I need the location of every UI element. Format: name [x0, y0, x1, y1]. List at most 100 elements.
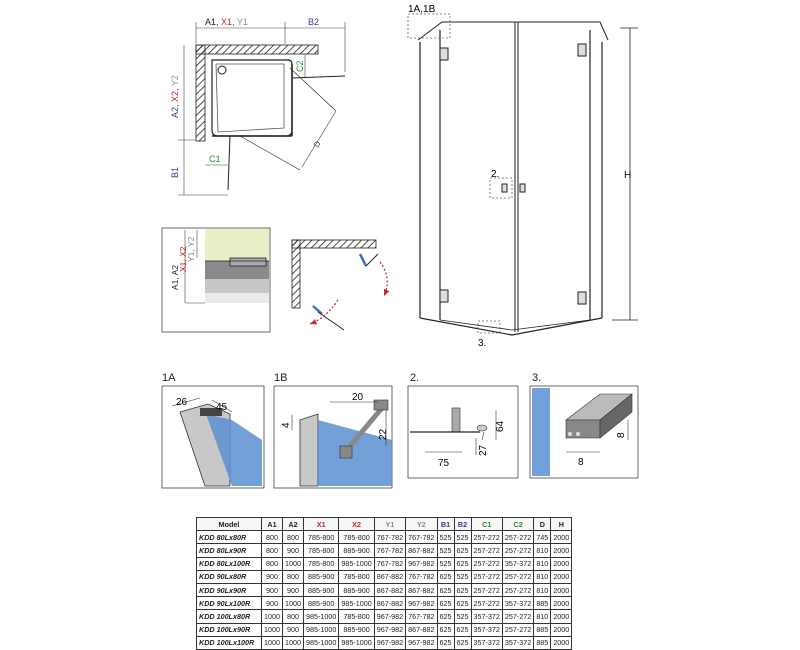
value-cell: 867-882	[405, 543, 438, 558]
value-cell: 257-272	[470, 530, 503, 545]
value-cell: 785-800	[338, 609, 375, 624]
value-cell: 625	[436, 609, 455, 624]
door-opening-diagram	[291, 239, 390, 331]
plan-dimension-lines	[178, 22, 346, 196]
value-cell: 800	[261, 556, 283, 571]
value-cell: 2000	[550, 596, 573, 611]
detail-2	[407, 385, 519, 479]
value-cell: 900	[261, 596, 283, 611]
value-cell: 625	[453, 582, 472, 598]
value-cell: 967-982	[405, 556, 438, 571]
plan-dim-side: A2, X2, Y2	[170, 75, 180, 118]
elevation-view	[407, 13, 638, 336]
value-cell: 810	[533, 543, 552, 558]
value-cell: 1000	[282, 596, 304, 611]
value-cell: 767-782	[373, 543, 407, 558]
value-cell: 885-900	[302, 569, 340, 584]
value-cell: 525	[436, 543, 455, 558]
value-cell: 885	[533, 622, 552, 637]
model-cell: KDD 80Lx90R	[196, 543, 262, 558]
detail-2-dim-64: 64	[495, 420, 506, 432]
value-cell: 810	[533, 556, 552, 571]
value-cell: 2000	[550, 556, 573, 571]
header-h: H	[550, 516, 573, 532]
value-cell: 810	[533, 609, 552, 624]
model-cell: KDD 90Lx100R	[196, 596, 262, 611]
header-x1: X1	[302, 516, 340, 532]
detail-1b-label: 1B	[274, 372, 288, 384]
plan-dim-top: A1, X1, Y1	[205, 17, 248, 27]
value-cell: 257-272	[470, 569, 503, 584]
value-cell: 767-782	[373, 530, 407, 545]
model-cell: KDD 100Lx80R	[196, 609, 262, 624]
detail-2-dim-75: 75	[438, 458, 450, 469]
value-cell: 967-982	[405, 596, 438, 611]
value-cell: 2000	[550, 609, 573, 624]
value-cell: 785-800	[302, 556, 340, 571]
detail-2-dim-27: 27	[478, 444, 489, 456]
value-cell: 800	[282, 609, 304, 624]
value-cell: 1000	[282, 635, 304, 650]
value-cell: 785-800	[338, 530, 375, 545]
elevation-dim-h: H	[624, 170, 631, 181]
plan-shower-tray	[211, 59, 293, 137]
plan-dim-c1: C1	[209, 154, 221, 164]
value-cell: 867-882	[373, 569, 407, 584]
value-cell: 885-900	[302, 582, 340, 598]
value-cell: 1000	[261, 635, 283, 650]
value-cell: 2000	[550, 543, 573, 558]
value-cell: 767-782	[405, 530, 438, 545]
value-cell: 885	[533, 596, 552, 611]
header-d: D	[533, 516, 552, 532]
detail-1b-dim-20: 20	[352, 392, 364, 403]
value-cell: 785-800	[302, 543, 340, 558]
detail-1a-label: 1A	[162, 372, 176, 384]
detail-2-label: 2.	[410, 372, 420, 384]
value-cell: 625	[436, 635, 455, 650]
detail-1a	[161, 385, 265, 489]
value-cell: 257-272	[501, 622, 535, 637]
value-cell: 257-272	[501, 530, 535, 545]
value-cell: 357-372	[470, 622, 503, 637]
model-cell: KDD 100Lx100R	[196, 635, 262, 650]
model-cell: KDD 90Lx90R	[196, 582, 262, 598]
value-cell: 800	[282, 530, 304, 545]
value-cell: 257-272	[501, 569, 535, 584]
value-cell: 625	[436, 582, 455, 598]
plan-walls	[195, 44, 319, 142]
value-cell: 885-900	[338, 582, 375, 598]
header-b1: B1	[436, 516, 455, 532]
model-cell: KDD 80Lx100R	[196, 556, 262, 571]
detail-3-dim-8a: 8	[616, 432, 627, 438]
value-cell: 967-982	[373, 609, 407, 624]
value-cell: 800	[261, 543, 283, 558]
value-cell: 525	[453, 569, 472, 584]
value-cell: 357-372	[470, 635, 503, 650]
header-model: Model	[196, 516, 262, 532]
detail-1b-dim-4: 4	[281, 422, 292, 428]
value-cell: 785-800	[302, 530, 340, 545]
elevation-callout-1: 1A,1B	[408, 4, 436, 15]
value-cell: 810	[533, 582, 552, 598]
value-cell: 257-272	[501, 543, 535, 558]
value-cell: 2000	[550, 635, 573, 650]
value-cell: 625	[453, 596, 472, 611]
detail-1a-dim-45: 45	[216, 402, 228, 413]
value-cell: 357-372	[501, 635, 535, 650]
value-cell: 985-1000	[338, 556, 375, 571]
value-cell: 357-372	[470, 609, 503, 624]
value-cell: 810	[533, 569, 552, 584]
header-c1: C1	[470, 516, 503, 532]
plan-dim-b2: B2	[308, 17, 319, 27]
plan-dim-c2: C2	[295, 60, 305, 72]
value-cell: 985-1000	[302, 609, 340, 624]
value-cell: 1000	[261, 609, 283, 624]
header-a2: A2	[282, 516, 304, 532]
value-cell: 885-900	[338, 543, 375, 558]
value-cell: 525	[453, 530, 472, 545]
value-cell: 2000	[550, 582, 573, 598]
